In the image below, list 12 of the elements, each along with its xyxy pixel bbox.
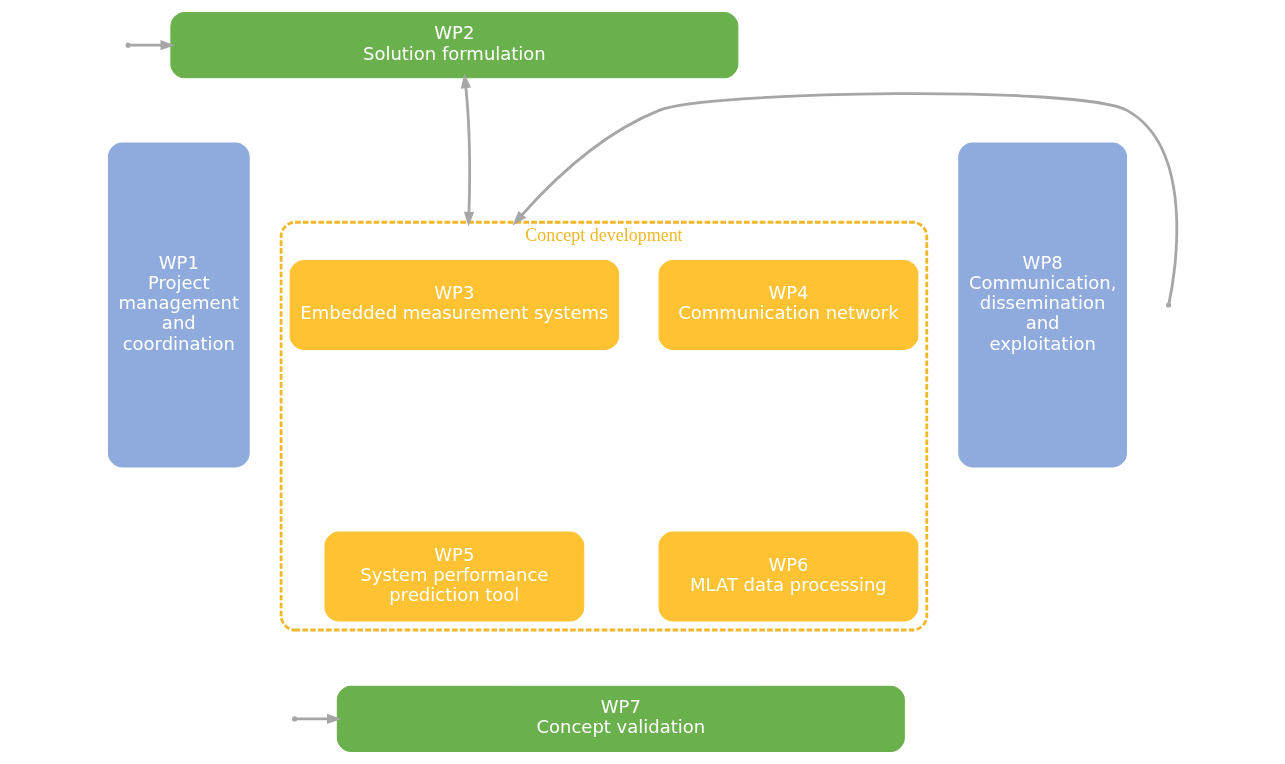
- arrow: [460, 73, 474, 227]
- node-box: WP6 MLAT data processing: [658, 531, 918, 622]
- node-box: WP8 Communication, dissemination and exploitation: [957, 142, 1127, 468]
- node-box: WP3 Embedded measurement systems: [289, 259, 619, 350]
- node-box: WP2 Solution formulation: [169, 11, 738, 79]
- arrow: [512, 92, 1178, 304]
- arrow: [296, 713, 342, 724]
- node-box: WP5 System performance prediction tool: [323, 531, 584, 622]
- node-box: WP4 Communication network: [658, 259, 918, 350]
- node-box: WP7 Concept validation: [336, 685, 905, 753]
- arrow: [129, 40, 175, 51]
- node-box: WP1 Project management and coordination: [107, 142, 250, 468]
